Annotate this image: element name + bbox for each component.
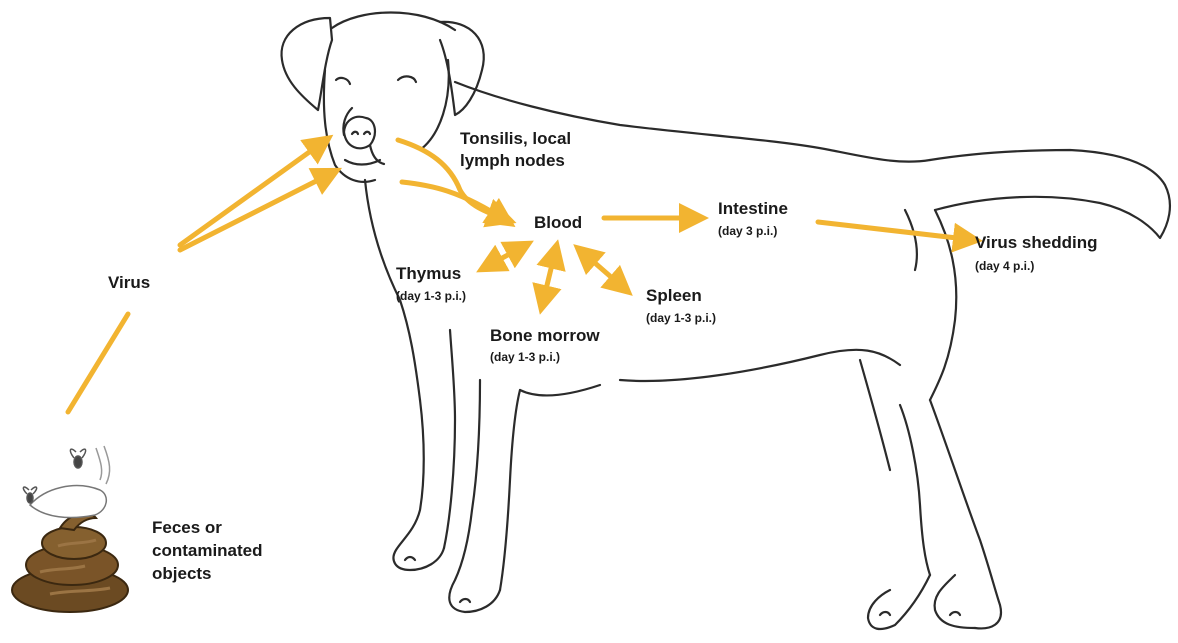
arrow-intestine-to-shedding xyxy=(818,222,974,240)
arrow-feces-to-virus xyxy=(68,314,128,412)
route-arrows xyxy=(68,140,974,412)
label-intestine: Intestine xyxy=(718,198,788,220)
label-bone-morrow: Bone morrow xyxy=(490,325,600,347)
arrow-virus-to-mouth xyxy=(180,172,334,250)
dog-outline-icon xyxy=(282,13,1170,630)
label-feces: Feces or contaminated objects xyxy=(152,516,292,585)
arrow-blood-thymus xyxy=(484,245,526,268)
label-spleen-day: (day 1-3 p.i.) xyxy=(646,311,716,325)
arrow-blood-spleen xyxy=(580,250,626,290)
arrow-virus-to-nose xyxy=(180,140,326,245)
label-bone-morrow-day: (day 1-3 p.i.) xyxy=(490,350,560,364)
feces-icon xyxy=(12,486,128,612)
label-tonsils: Tonsilis, local lymph nodes xyxy=(460,128,610,172)
arrow-blood-bone xyxy=(542,248,556,306)
label-blood: Blood xyxy=(534,212,582,234)
label-virus-shedding: Virus shedding xyxy=(975,232,1098,254)
label-spleen: Spleen xyxy=(646,285,702,307)
label-intestine-day: (day 3 p.i.) xyxy=(718,224,777,238)
label-thymus: Thymus xyxy=(396,263,461,285)
label-virus: Virus xyxy=(108,272,150,294)
label-virus-shedding-day: (day 4 p.i.) xyxy=(975,259,1034,273)
label-thymus-day: (day 1-3 p.i.) xyxy=(396,289,466,303)
